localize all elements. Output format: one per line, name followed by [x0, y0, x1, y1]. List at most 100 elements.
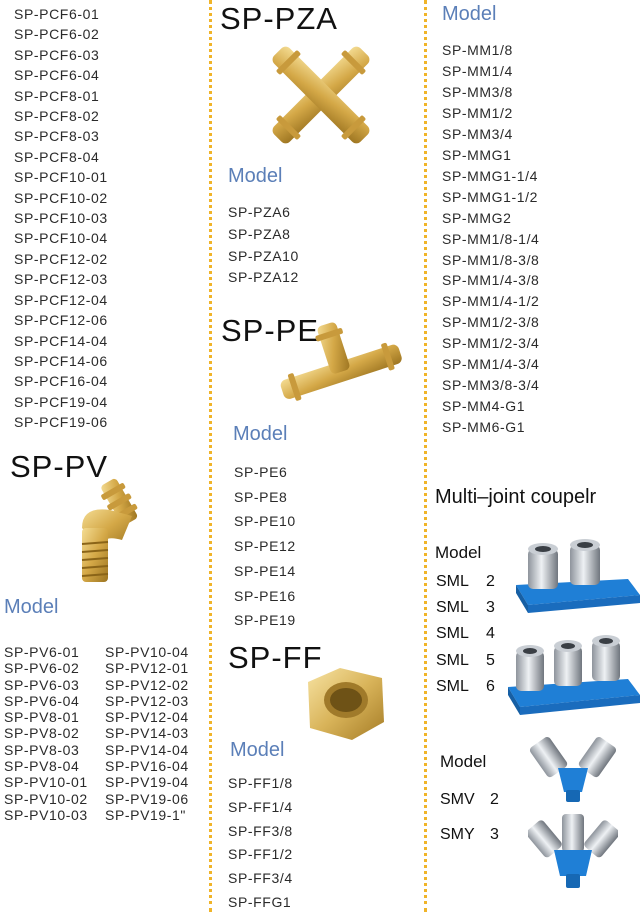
model-code: SP-PCF10-01: [14, 169, 108, 186]
model-code: SP-PV10-03: [4, 806, 88, 823]
model-code: SP-PZA8: [228, 225, 291, 242]
mm-model-label: Model: [442, 3, 497, 25]
model-code: SP-PCF8-04: [14, 148, 100, 165]
ff-model-label: Model: [230, 739, 285, 761]
pza-model-label: Model: [228, 165, 283, 187]
coupler-port-count: 2: [490, 791, 499, 808]
model-code: SP-PE12: [234, 538, 296, 555]
model-code: SP-PE14: [234, 562, 296, 579]
model-code: SP-FF3/4: [228, 870, 293, 887]
sml2-manifold-image: [516, 539, 640, 613]
model-code: SP-PV8-02: [4, 725, 80, 742]
pv-elbow-fitting-image: [81, 478, 138, 582]
model-code: SP-PE8: [234, 488, 288, 505]
model-code: SP-FF1/4: [228, 798, 293, 815]
coupler-port-count: 5: [486, 651, 495, 669]
model-code: SP-PCF19-06: [14, 414, 108, 431]
model-code: SP-MM3/8-3/4: [442, 377, 540, 394]
coupler-model-row: SMV 2: [440, 791, 499, 809]
smv-model-label: Model: [440, 752, 487, 771]
model-code: SP-PV6-02: [4, 660, 80, 677]
model-code: SP-PCF6-02: [14, 26, 100, 43]
model-code: SP-MMG1-1/2: [442, 188, 539, 205]
model-code: SP-PV14-04: [105, 741, 189, 758]
model-code: SP-PCF12-04: [14, 291, 108, 308]
model-code: SP-PCF10-02: [14, 189, 108, 206]
coupler-port-count: 3: [490, 826, 499, 843]
model-code: SP-MM1/4-1/2: [442, 293, 540, 310]
model-code: SP-PE19: [234, 612, 296, 629]
model-code: SP-MM4-G1: [442, 398, 526, 415]
pza-cross-fitting-image: [272, 46, 370, 144]
model-code: SP-PV10-01: [4, 774, 88, 791]
model-code: SP-PV8-01: [4, 709, 80, 726]
model-code: SP-PCF8-02: [14, 108, 100, 125]
model-code: SP-PCF14-06: [14, 352, 108, 369]
multi-model-label: Model: [435, 543, 482, 562]
model-code: SP-PCF16-04: [14, 373, 108, 390]
model-code: SP-PV19-04: [105, 774, 189, 791]
model-code: SP-PCF12-03: [14, 271, 108, 288]
model-code: SP-MMG2: [442, 209, 512, 226]
model-code: SP-MMG1-1/4: [442, 167, 539, 184]
model-code: SP-MM1/4-3/8: [442, 272, 540, 289]
model-code: SP-FFG1: [228, 893, 292, 910]
model-code: SP-MM1/2: [442, 104, 513, 121]
pe-model-label: Model: [233, 423, 288, 445]
model-code: SP-PV10-02: [4, 790, 88, 807]
model-code: SP-PV12-01: [105, 660, 189, 677]
pe-tee-fitting-image: [280, 322, 402, 401]
model-code: SP-PV12-02: [105, 676, 189, 693]
model-code: SP-PCF6-04: [14, 67, 100, 84]
pza-title: SP-PZA: [220, 1, 338, 36]
coupler-model-code: SML: [436, 651, 469, 669]
coupler-model-code: SMV: [440, 791, 475, 808]
model-code: SP-PE16: [234, 587, 296, 604]
model-code: SP-PCF14-04: [14, 332, 108, 349]
model-code: SP-FF1/8: [228, 775, 293, 791]
model-code: SP-PV8-04: [4, 758, 80, 775]
model-code: SP-PV6-03: [4, 676, 80, 693]
model-code: SP-MMG1: [442, 146, 512, 163]
model-code: SP-PCF19-04: [14, 393, 108, 410]
pv-model-label: Model: [4, 596, 59, 618]
model-code: SP-PCF10-03: [14, 210, 108, 227]
pe-title: SP-PE: [221, 313, 320, 348]
model-code: SP-FF3/8: [228, 822, 293, 839]
coupler-port-count: 3: [486, 599, 495, 617]
ff-title: SP-FF: [228, 640, 323, 675]
model-code: SP-MM1/8: [442, 42, 513, 58]
coupler-model-code: SML: [436, 599, 469, 617]
model-code: SP-PE10: [234, 513, 296, 530]
coupler-port-count: 6: [486, 677, 495, 695]
model-code: SP-MM6-G1: [442, 419, 526, 436]
model-code: SP-PCF8-03: [14, 128, 100, 145]
model-code: SP-PCF8-01: [14, 87, 100, 104]
model-code: SP-PCF12-06: [14, 312, 108, 329]
model-code: SP-PZA10: [228, 247, 299, 264]
coupler-port-count: 2: [486, 573, 495, 590]
model-code: SP-PV19-1": [105, 806, 187, 823]
coupler-port-count: 4: [486, 625, 495, 643]
column-divider-right: [424, 0, 427, 912]
column-divider-left: [209, 0, 212, 912]
model-code: SP-PV19-06: [105, 790, 189, 807]
multi-joint-title: Multi–joint coupelr: [435, 486, 597, 508]
smy-y-coupler-image: [528, 814, 618, 888]
model-code: SP-MM1/2-3/8: [442, 314, 540, 331]
model-code: SP-MM1/4: [442, 62, 513, 79]
model-code: SP-PCF6-01: [14, 6, 100, 22]
coupler-model-row: SML 3: [436, 599, 495, 617]
model-code: SP-PV6-04: [4, 692, 80, 709]
model-code: SP-PCF12-02: [14, 250, 108, 267]
